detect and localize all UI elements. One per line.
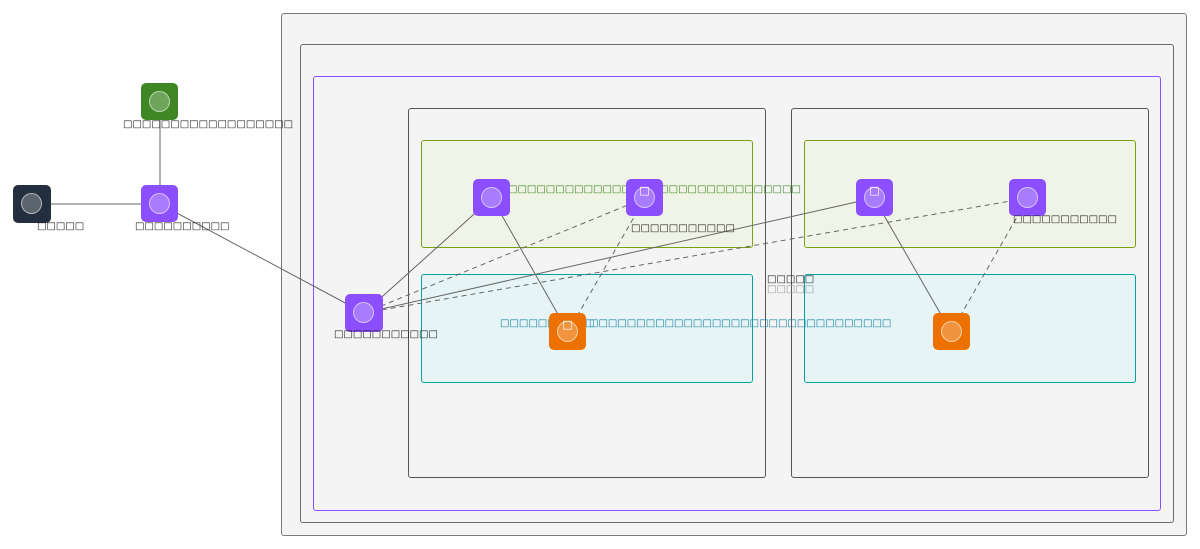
pub1-node-2[interactable]: □ [626,179,663,216]
node-glyph: □ [639,184,650,197]
circle-icon [21,193,42,214]
user-node[interactable] [13,185,51,223]
circle-icon [149,193,170,214]
edge-lb-pub2-node2 [363,195,1029,314]
node-glyph: □ [562,318,573,331]
circle-icon [941,321,962,342]
edge-pub1-node1-priv1 [491,197,569,333]
circle-icon [634,187,655,208]
pub1-node-1[interactable] [473,179,510,216]
edge-priv1-pub1-node2 [567,197,646,333]
vpc-group [313,76,1161,511]
load-balancer-label: □□□□□□□□□□□ [334,329,438,340]
priv2-node[interactable] [933,313,970,350]
edge-lb-pub1-node2 [363,196,646,314]
top-service-label: □□□□□□□□□□□□□□□□□□ [123,119,294,130]
edge-pub2-node1-lb [363,197,875,316]
top-service-node[interactable] [141,83,178,120]
middle-label: □□□□□ [767,274,815,285]
public-subnet-1 [421,140,753,248]
pub1-node-2-label: □□□□□□□□□□□ [631,223,735,234]
pub2-node-2[interactable] [1009,179,1046,216]
circle-icon [481,187,502,208]
gateway-node[interactable] [141,185,178,222]
gateway-label: □□□□□□□□□□ [135,221,230,232]
load-balancer-node[interactable] [345,294,383,332]
user-label: □□□□□ [37,221,85,232]
private-subnet-1-title-right: □□□□□□□□□□□□□□□□□□□□□□□□□□□□□□□□ [589,318,892,329]
public-subnet-2 [804,140,1136,248]
circle-icon [353,302,374,323]
private-subnet-2 [804,274,1136,383]
edge-lb-pub1-node1 [363,197,493,314]
private-subnet-1-title: □□□□□□□□□□ [500,318,595,329]
edge-priv2-pub2-node2 [950,197,1029,333]
edge-gateway-load-balancer [159,203,365,314]
circle-icon [864,187,885,208]
pub2-node-1[interactable]: □ [856,179,893,216]
edge-pub2-node1-priv2 [873,197,952,333]
circle-icon [149,91,170,112]
circle-icon [1017,187,1038,208]
middle-label-sub: □□□□□ [767,284,815,295]
pub2-node-2-label: □□□□□□□□□□□ [1013,214,1117,225]
circle-icon [557,321,578,342]
priv1-node[interactable]: □ [549,313,586,350]
node-glyph: □ [869,184,880,197]
